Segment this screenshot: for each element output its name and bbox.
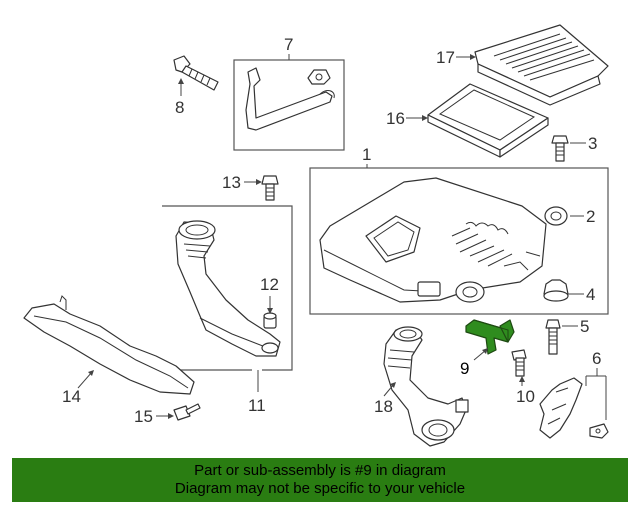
part-3-bolt bbox=[551, 135, 569, 162]
callout-14: 14 bbox=[62, 387, 81, 406]
part-2-grommet bbox=[544, 206, 568, 226]
callout-4: 4 bbox=[586, 285, 595, 304]
callout-17: 17 bbox=[436, 48, 455, 67]
callout-11: 11 bbox=[248, 396, 266, 415]
arrow-8 bbox=[178, 78, 184, 84]
part-6-bracket bbox=[539, 377, 609, 439]
part-4-isolator bbox=[543, 279, 569, 302]
arrow-17 bbox=[470, 54, 476, 60]
callout-5: 5 bbox=[580, 317, 589, 336]
callout-1: 1 bbox=[362, 145, 371, 164]
callout-3: 3 bbox=[588, 134, 597, 153]
arrow-10 bbox=[519, 376, 525, 382]
part-11-intake-duct bbox=[175, 220, 281, 357]
callout-6: 6 bbox=[592, 349, 601, 368]
part-1-engine-cover bbox=[319, 177, 547, 303]
parts-diagram: 17 16 3 7 8 1 bbox=[23, 24, 609, 447]
part-10-bolt bbox=[511, 349, 527, 377]
part-13-bolt bbox=[261, 175, 279, 201]
part-8-bolt bbox=[173, 55, 219, 91]
banner-line-2: Diagram may not be specific to your vehi… bbox=[174, 480, 466, 497]
part-7-bracket bbox=[245, 67, 335, 131]
group-box-11 bbox=[162, 205, 293, 371]
callout-12: 12 bbox=[260, 275, 279, 294]
part-9-highlighted-bracket bbox=[465, 319, 515, 355]
group-box-1 bbox=[309, 167, 609, 315]
callout-13: 13 bbox=[222, 173, 241, 192]
callout-10: 10 bbox=[516, 387, 535, 406]
banner-line-1: Part or sub-assembly is #9 in diagram bbox=[194, 462, 446, 479]
arrow-14 bbox=[88, 370, 94, 376]
callout-8: 8 bbox=[175, 98, 184, 117]
arrow-16 bbox=[422, 115, 428, 121]
arrow-9 bbox=[482, 348, 488, 354]
arrow-12 bbox=[267, 308, 273, 314]
leader-6 bbox=[585, 368, 607, 420]
part-18-intake-hose bbox=[383, 326, 469, 447]
part-12-nut bbox=[263, 312, 277, 329]
callout-15: 15 bbox=[134, 407, 153, 426]
arrow-13 bbox=[256, 179, 262, 185]
callout-7: 7 bbox=[284, 35, 293, 54]
part-15-bolt bbox=[173, 403, 201, 421]
part-16-air-filter bbox=[427, 83, 549, 158]
part-17-air-cleaner-cover bbox=[474, 24, 609, 106]
arrow-15 bbox=[168, 413, 174, 419]
callout-18: 18 bbox=[374, 397, 393, 416]
leader-14 bbox=[77, 371, 93, 389]
arrow-18 bbox=[390, 382, 396, 388]
info-banner: Part or sub-assembly is #9 in diagram Di… bbox=[12, 458, 628, 502]
part-14-air-deflector bbox=[23, 295, 195, 395]
callout-9: 9 bbox=[460, 359, 469, 378]
part-5-stud bbox=[545, 319, 561, 355]
callout-16: 16 bbox=[386, 109, 405, 128]
callout-2: 2 bbox=[586, 207, 595, 226]
